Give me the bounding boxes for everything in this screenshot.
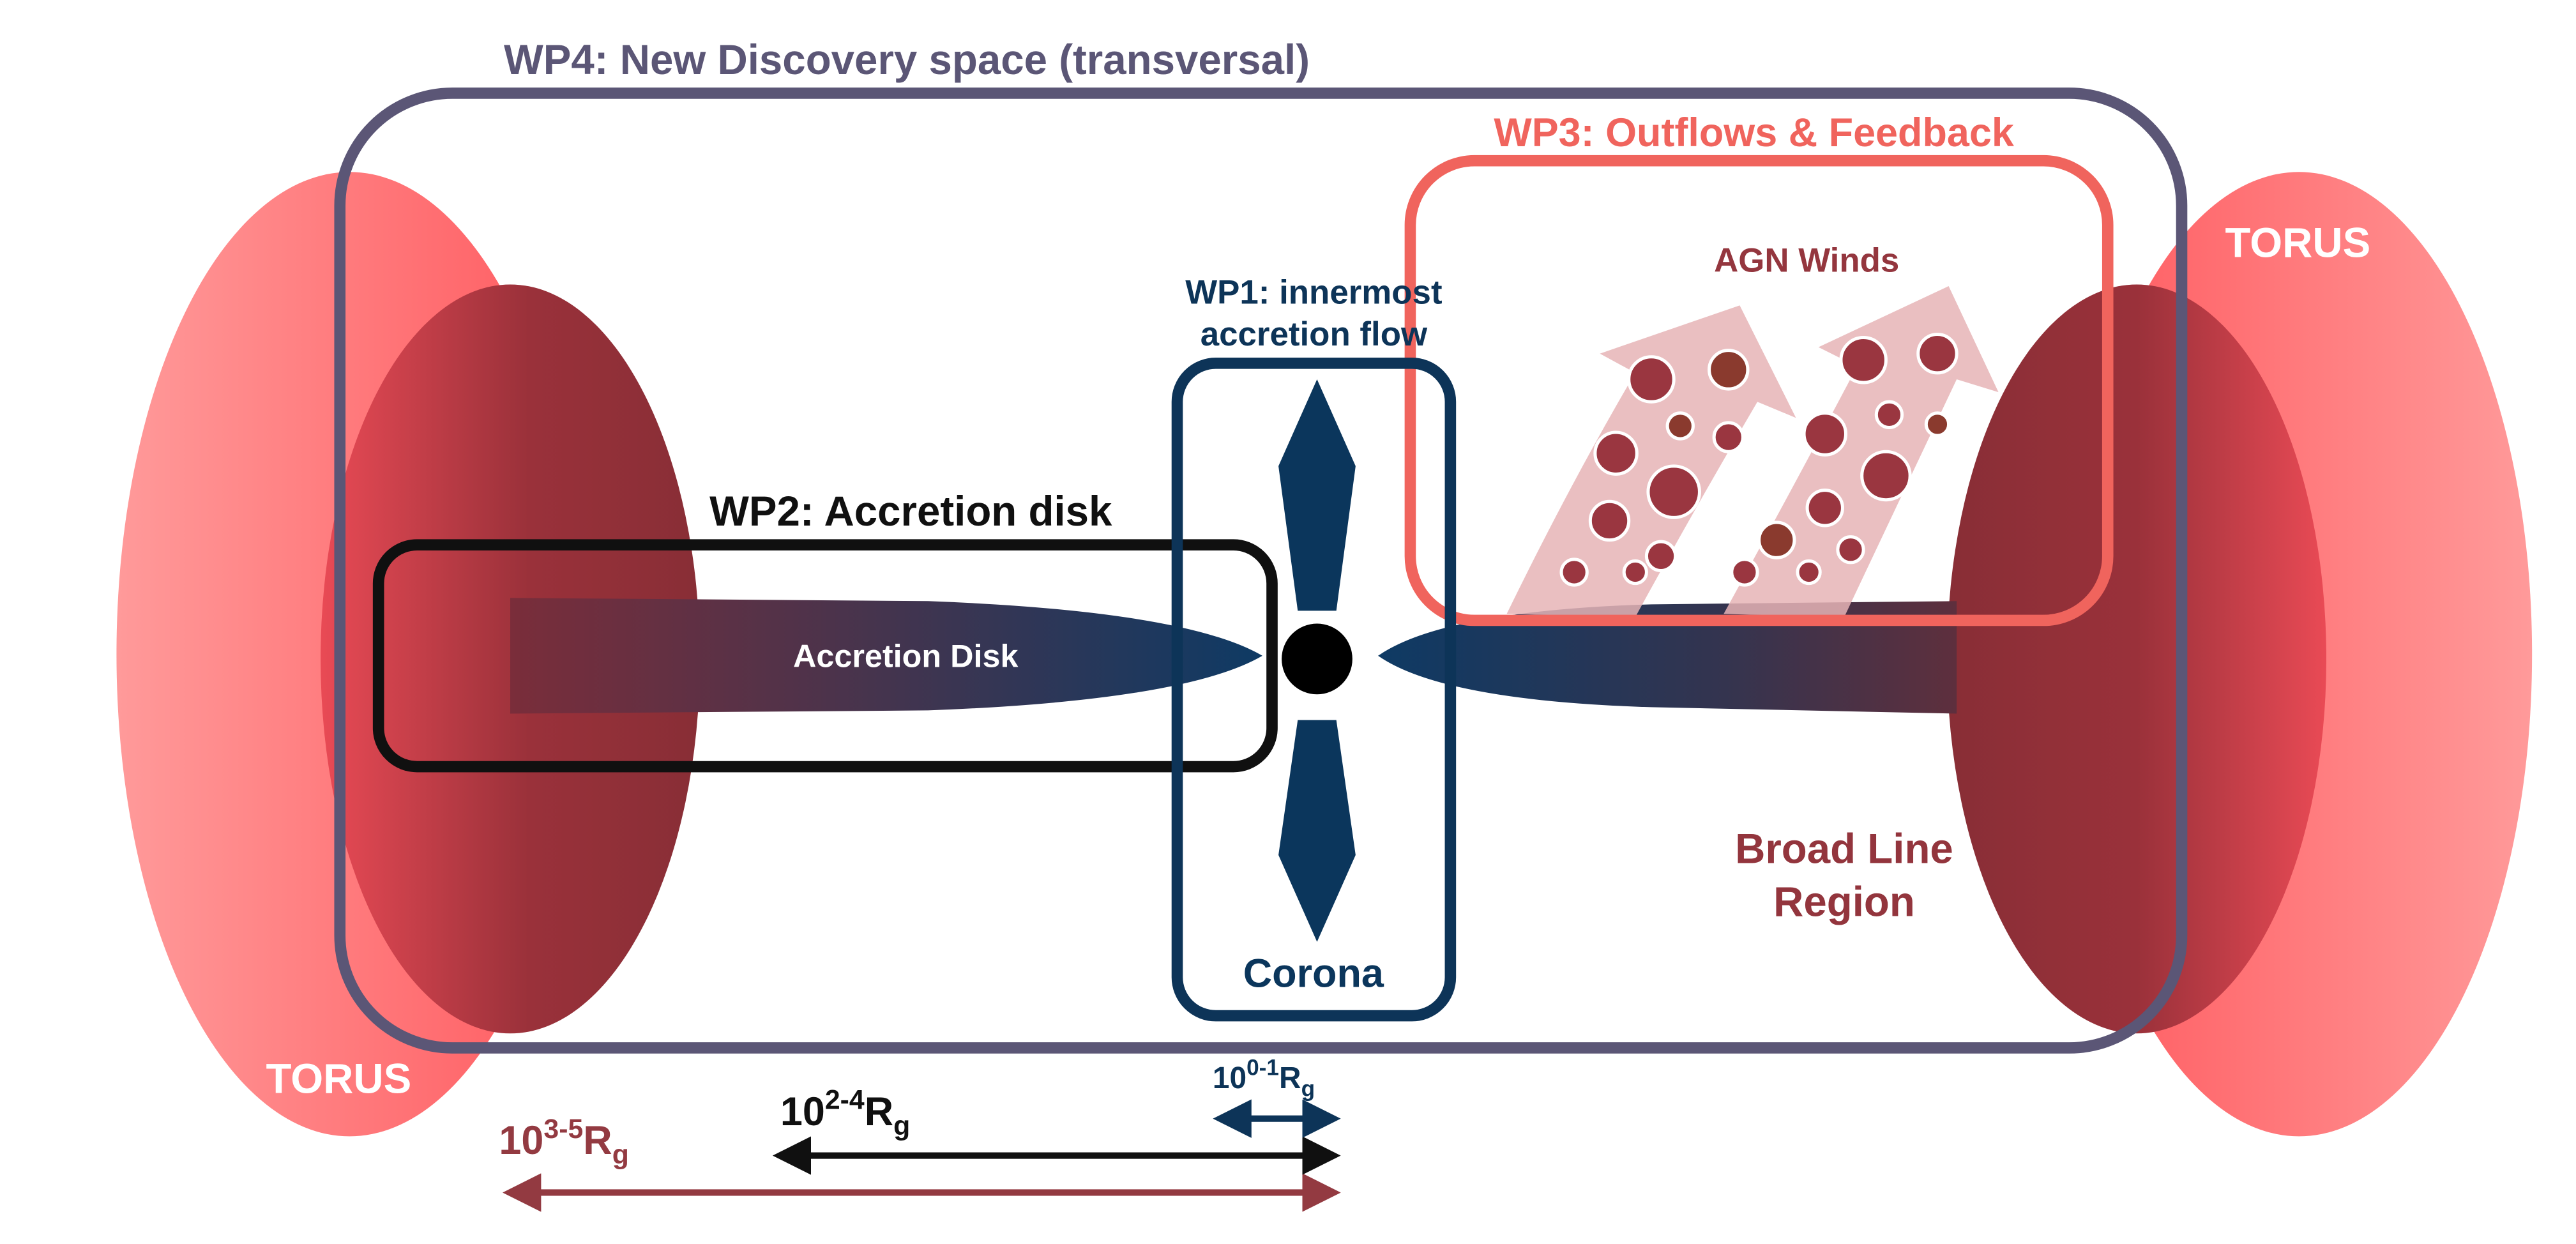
scale-outer-base: 10 bbox=[499, 1118, 544, 1164]
broad-line-region-line1: Broad Line bbox=[1734, 824, 1953, 873]
scale-disk-unit: R bbox=[864, 1089, 894, 1135]
scale-label-outer: 103-5Rg bbox=[499, 1116, 628, 1169]
scale-label-disk: 102-4Rg bbox=[780, 1086, 910, 1139]
wp1-title-line2: accretion flow bbox=[1200, 317, 1427, 354]
scale-inner-unit: R bbox=[1278, 1062, 1301, 1096]
wp1-title: WP1: innermost accretion flow bbox=[1153, 273, 1474, 358]
jet-bottom bbox=[1278, 720, 1356, 942]
scale-disk-subscript: g bbox=[893, 1111, 911, 1141]
wp3-title: WP3: Outflows & Feedback bbox=[1494, 110, 2014, 156]
black-hole bbox=[1281, 623, 1352, 695]
jet-top bbox=[1278, 379, 1356, 611]
torus-label-left: TORUS bbox=[266, 1054, 412, 1103]
agn-winds-label: AGN Winds bbox=[1713, 243, 1900, 280]
torus-right-inner bbox=[1946, 284, 2326, 1034]
wp1-title-line1: WP1: innermost bbox=[1185, 275, 1443, 312]
scale-label-inner: 100-1Rg bbox=[1212, 1056, 1315, 1100]
scale-outer-exponent: 3-5 bbox=[543, 1114, 584, 1144]
wp2-box bbox=[372, 539, 1278, 773]
scale-outer-unit: R bbox=[583, 1118, 612, 1164]
wp2-title: WP2: Accretion disk bbox=[709, 487, 1112, 536]
scale-inner-subscript: g bbox=[1301, 1075, 1315, 1102]
wp3-box bbox=[1404, 155, 2114, 626]
scale-inner-base: 10 bbox=[1212, 1062, 1246, 1096]
accretion-disk-label: Accretion Disk bbox=[792, 639, 1019, 676]
torus-left-inner bbox=[320, 284, 700, 1034]
wind-clouds bbox=[1559, 332, 1959, 587]
broad-line-region-line2: Region bbox=[1773, 877, 1915, 927]
scale-disk-exponent: 2-4 bbox=[824, 1084, 865, 1116]
torus-label-right: TORUS bbox=[2225, 218, 2371, 267]
wp4-box bbox=[334, 87, 2188, 1054]
corona-label: Corona bbox=[1243, 951, 1384, 997]
scale-disk-base: 10 bbox=[780, 1089, 825, 1135]
scale-outer-subscript: g bbox=[612, 1139, 629, 1171]
wp1-box bbox=[1171, 357, 1457, 1022]
accretion-disk-left bbox=[510, 598, 1262, 714]
agn-diagram-graphic bbox=[116, 87, 2532, 1212]
scale-inner-exponent: 0-1 bbox=[1246, 1054, 1279, 1081]
accretion-disk-right bbox=[1377, 601, 1957, 714]
broad-line-region-label: Broad Line Region bbox=[1699, 823, 1989, 930]
agn-diagram: WP4: New Discovery space (transversal) W… bbox=[28, 0, 2548, 1244]
wp4-title: WP4: New Discovery space (transversal) bbox=[503, 35, 1310, 84]
